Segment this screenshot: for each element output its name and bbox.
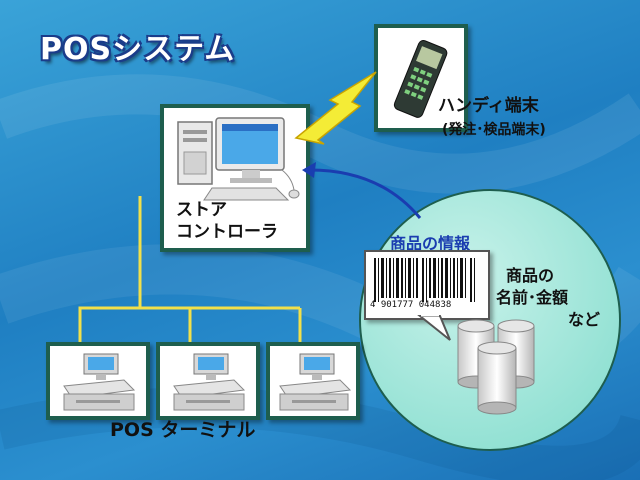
computer-icon xyxy=(177,117,300,201)
product-details-line-3: など xyxy=(568,310,601,329)
barcode-number: 4 901777 044838 xyxy=(370,300,452,310)
handheld-terminal-icon xyxy=(393,40,448,118)
store-controller-box: ストア コントローラ xyxy=(160,104,310,252)
store-controller-label-1: ストア xyxy=(176,200,227,220)
handy-terminal-label-2: (発注･検品端末) xyxy=(442,122,546,138)
product-details-line-2: 名前･金額 xyxy=(496,288,569,307)
cash-register-icon xyxy=(173,353,246,411)
pos-terminal-label: POS ターミナル xyxy=(110,419,256,441)
pos-terminal-box-3 xyxy=(266,342,360,420)
cash-register-icon xyxy=(63,353,136,411)
barcode-icon xyxy=(374,258,475,302)
handy-terminal-label-1: ハンディ端末 xyxy=(438,96,539,116)
cash-register-icon xyxy=(279,353,352,411)
pos-terminal-box-1 xyxy=(46,342,150,420)
page-title: POSシステム xyxy=(40,32,236,67)
product-info-title: 商品の情報 xyxy=(390,234,471,253)
handy-terminal-box xyxy=(374,24,468,132)
pos-terminal-box-2 xyxy=(156,342,260,420)
product-details-line-1: 商品の xyxy=(506,266,555,285)
store-controller-label-2: コントローラ xyxy=(176,222,278,242)
